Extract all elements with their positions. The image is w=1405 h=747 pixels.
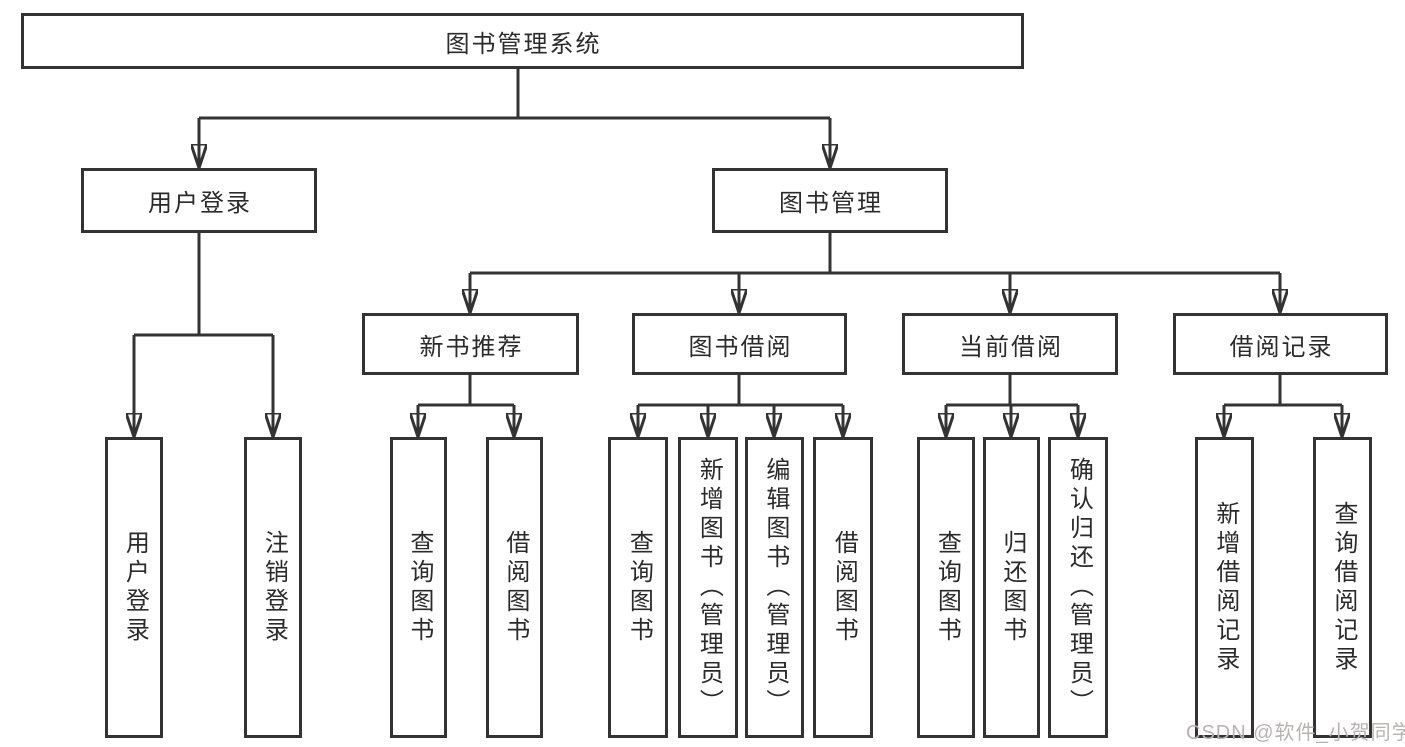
- node-user-login: 用户登录: [81, 168, 317, 233]
- leaf-label: 注销登录: [260, 529, 288, 646]
- leaf-current-query-book: 查询图书: [917, 437, 975, 738]
- leaf-label: 查询借阅记录: [1329, 500, 1357, 675]
- node-label: 图书管理: [779, 190, 883, 217]
- node-current-borrow: 当前借阅: [902, 313, 1118, 375]
- leaf-label: 新增借阅记录: [1211, 500, 1239, 675]
- leaf-borrow-add-book-admin: 新增图书（管理员）: [678, 437, 738, 738]
- connector-current-borrow-family: [946, 375, 1078, 437]
- leaf-label: 用户登录: [121, 529, 149, 646]
- connector-root-family: [199, 69, 830, 168]
- node-label: 图书借阅: [688, 333, 793, 361]
- leaf-record-query-borrow-record: 查询借阅记录: [1313, 437, 1372, 738]
- leaf-borrow-edit-book-admin: 编辑图书（管理员）: [745, 437, 804, 738]
- node-borrow-record: 借阅记录: [1173, 313, 1388, 375]
- leaf-logout: 注销登录: [244, 437, 302, 738]
- node-book-borrow: 图书借阅: [632, 313, 847, 375]
- leaf-borrow-query-book: 查询图书: [608, 437, 668, 738]
- watermark: CSDN @软件_小贺同学: [1186, 722, 1405, 744]
- node-label: 借阅记录: [1229, 333, 1334, 361]
- leaf-label: 借阅图书: [830, 529, 858, 646]
- connector-borrow-record-family: [1224, 375, 1342, 437]
- connector-new-book-family: [418, 375, 514, 437]
- node-label: 图书管理系统: [445, 30, 602, 58]
- leaf-record-add-borrow-record: 新增借阅记录: [1195, 437, 1254, 738]
- node-book-management: 图书管理: [712, 168, 948, 233]
- connector-user-login-family: [134, 233, 273, 437]
- leaf-label: 查询图书: [933, 529, 961, 646]
- node-label: 新书推荐: [419, 333, 524, 361]
- leaf-current-return-book: 归还图书: [983, 437, 1040, 738]
- leaf-recommend-borrow-book: 借阅图书: [486, 437, 543, 738]
- leaf-label: 借阅图书: [501, 529, 529, 646]
- leaf-recommend-query-book: 查询图书: [390, 437, 447, 738]
- leaf-label: 查询图书: [405, 529, 433, 646]
- node-library-management-system: 图书管理系统: [21, 13, 1024, 69]
- connector-book-borrow-family: [638, 375, 843, 437]
- leaf-label: 编辑图书（管理员）: [761, 457, 789, 718]
- leaf-label: 查询图书: [625, 529, 653, 646]
- leaf-label: 新增图书（管理员）: [695, 457, 723, 718]
- node-new-book-recommend: 新书推荐: [362, 313, 579, 375]
- node-label: 用户登录: [148, 190, 252, 217]
- connector-book-management-family: [470, 233, 1280, 313]
- leaf-current-confirm-return-admin: 确认归还（管理员）: [1048, 437, 1108, 738]
- leaf-user-login: 用户登录: [105, 437, 163, 738]
- leaf-borrow-borrow-book: 借阅图书: [813, 437, 873, 738]
- node-label: 当前借阅: [959, 333, 1063, 361]
- leaf-label: 归还图书: [998, 529, 1026, 646]
- leaf-label: 确认归还（管理员）: [1065, 457, 1093, 718]
